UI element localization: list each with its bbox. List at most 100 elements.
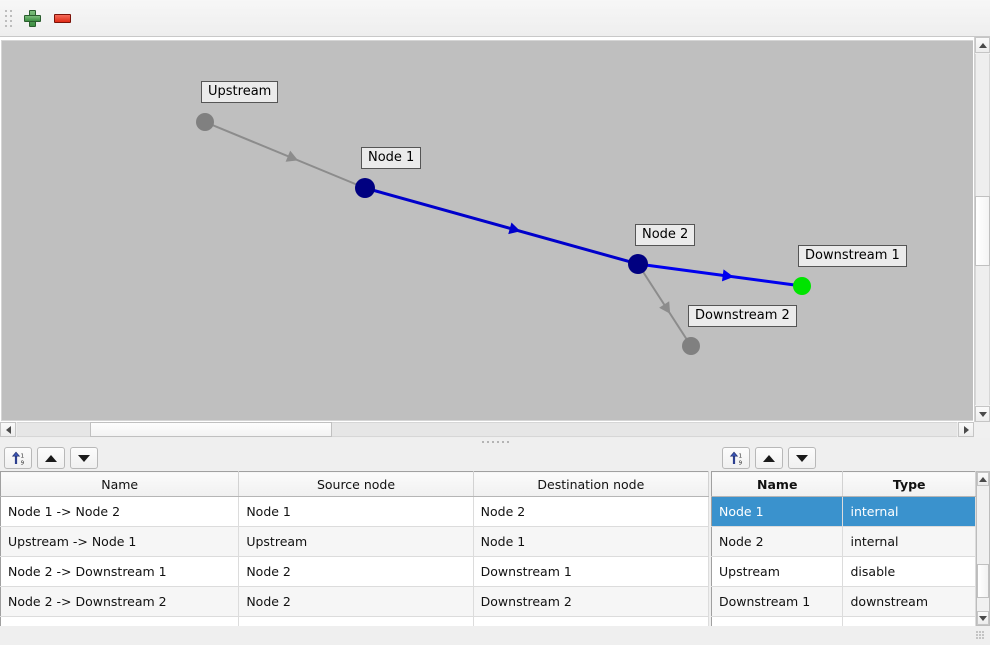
connections-move-down-button[interactable] [70, 447, 98, 469]
table-cell[interactable]: Downstream 1 [473, 557, 708, 587]
scroll-down-button[interactable] [975, 406, 990, 422]
graph-horizontal-scrollbar[interactable] [0, 422, 974, 438]
triangle-up-icon [979, 43, 987, 48]
graph-node-node1[interactable] [355, 178, 375, 198]
column-header-1[interactable]: Type [843, 472, 976, 497]
scrollbar-corner [974, 422, 990, 438]
nodes-table: NameType Node 1internalNode 2internalUps… [711, 471, 976, 626]
graph-view: UpstreamNode 1 Node 2 Downstream 1 Downstre… [0, 37, 990, 440]
table-cell[interactable]: Upstream -> Node 1 [1, 527, 239, 557]
table-cell[interactable]: Upstream [712, 557, 843, 587]
scroll-up-button[interactable] [975, 37, 990, 53]
table-cell[interactable]: Node 1 [239, 497, 473, 527]
graph-edge[interactable] [638, 264, 802, 286]
table-cell[interactable]: Node 2 -> Downstream 1 [1, 557, 239, 587]
table-cell[interactable]: Downstream 1 [712, 587, 843, 617]
column-header-0[interactable]: Name [712, 472, 843, 497]
table-row-empty [1, 617, 709, 627]
column-header-1[interactable]: Source node [239, 472, 473, 497]
nodes-move-down-button[interactable] [788, 447, 816, 469]
plus-icon [24, 10, 41, 27]
splitter-handle[interactable] [0, 438, 990, 445]
main-toolbar [0, 0, 990, 37]
connections-table-container[interactable]: NameSource nodeDestination node Node 1 -… [0, 471, 709, 626]
table-row[interactable]: Node 2 -> Downstream 1Node 2Downstream 1 [1, 557, 709, 587]
connections-table-body: Node 1 -> Node 2Node 1Node 2Upstream -> … [1, 497, 709, 627]
table-cell[interactable]: disable [843, 557, 976, 587]
table-cell[interactable]: Node 2 [239, 587, 473, 617]
table-cell[interactable]: internal [843, 497, 976, 527]
table-row[interactable]: Node 2 -> Downstream 2Node 2Downstream 2 [1, 587, 709, 617]
triangle-right-icon [964, 426, 969, 434]
connections-panel: 1 9 NameSource nodeDestination node Node… [0, 445, 709, 626]
table-cell[interactable]: Node 2 [473, 497, 708, 527]
table-cell-empty [473, 617, 708, 627]
toolbar-drag-handle[interactable] [3, 7, 13, 29]
table-cell[interactable]: downstream [843, 587, 976, 617]
table-cell[interactable]: Node 1 -> Node 2 [1, 497, 239, 527]
table-cell[interactable]: Node 1 [473, 527, 708, 557]
edge-arrow-head [508, 223, 520, 235]
splitter-grip-dots [482, 441, 509, 443]
table-cell[interactable]: Node 1 [712, 497, 843, 527]
nodes-table-header: NameType [712, 472, 976, 497]
column-header-0[interactable]: Name [1, 472, 239, 497]
graph-edge[interactable] [365, 188, 638, 264]
node-label-downstream2[interactable]: Downstream 2 [688, 305, 797, 327]
graph-node-upstream[interactable] [196, 113, 214, 131]
triangle-up-icon [45, 455, 57, 462]
column-header-2[interactable]: Destination node [473, 472, 708, 497]
table-cell-empty [712, 617, 843, 627]
node-label-node2[interactable]: Node 2 [635, 224, 695, 246]
graph-node-downstream2[interactable] [682, 337, 700, 355]
table-row[interactable]: Node 1internal [712, 497, 976, 527]
nodes-table-scrollbar[interactable] [976, 471, 990, 626]
table-cell[interactable]: Node 2 [712, 527, 843, 557]
table-cell[interactable]: Upstream [239, 527, 473, 557]
nodes-table-container[interactable]: NameType Node 1internalNode 2internalUps… [711, 471, 976, 626]
sort-ascending-icon: 1 9 [729, 451, 744, 466]
graph-svg [2, 41, 973, 421]
table-row[interactable]: Node 1 -> Node 2Node 1Node 2 [1, 497, 709, 527]
horizontal-scroll-thumb[interactable] [90, 422, 332, 437]
scroll-left-button[interactable] [0, 422, 16, 437]
table-cell[interactable]: Downstream 2 [473, 587, 708, 617]
table-row[interactable]: Upstream -> Node 1UpstreamNode 1 [1, 527, 709, 557]
table-cell[interactable]: Node 2 [239, 557, 473, 587]
graph-vertical-scrollbar[interactable] [974, 37, 990, 422]
window-resize-grip[interactable] [976, 631, 988, 643]
graph-node-node2[interactable] [628, 254, 648, 274]
table-row[interactable]: Node 2internal [712, 527, 976, 557]
connections-button-bar: 1 9 [0, 445, 709, 471]
connections-move-up-button[interactable] [37, 447, 65, 469]
connections-sort-button[interactable]: 1 9 [4, 447, 32, 469]
remove-node-button[interactable] [47, 4, 77, 32]
graph-edge[interactable] [205, 122, 365, 188]
node-label-upstream[interactable]: Upstream [201, 81, 278, 103]
scroll-right-button[interactable] [958, 422, 974, 437]
sort-ascending-icon: 1 9 [11, 451, 26, 466]
vertical-scroll-thumb[interactable] [975, 196, 990, 266]
node-label-node1[interactable]: Node 1 [361, 147, 421, 169]
nodes-sort-button[interactable]: 1 9 [722, 447, 750, 469]
table-row[interactable]: Upstreamdisable [712, 557, 976, 587]
triangle-down-icon [78, 455, 90, 462]
nodes-scroll-up-button[interactable] [977, 472, 989, 486]
triangle-up-icon [979, 477, 987, 482]
triangle-up-icon [763, 455, 775, 462]
svg-text:1: 1 [20, 453, 23, 459]
nodes-scroll-down-button[interactable] [977, 611, 989, 625]
connections-table-header: NameSource nodeDestination node [1, 472, 709, 497]
add-node-button[interactable] [17, 4, 47, 32]
table-cell[interactable]: Node 2 -> Downstream 2 [1, 587, 239, 617]
table-row[interactable]: Downstream 1downstream [712, 587, 976, 617]
graph-node-downstream1[interactable] [793, 277, 811, 295]
table-cell-empty [1, 617, 239, 627]
nodes-move-up-button[interactable] [755, 447, 783, 469]
node-label-downstream1[interactable]: Downstream 1 [798, 245, 907, 267]
table-cell[interactable]: internal [843, 527, 976, 557]
table-cell-empty [239, 617, 473, 627]
nodes-panel: 1 9 NameType Node 1internalNode 2interna… [709, 445, 990, 626]
nodes-scroll-thumb[interactable] [977, 564, 989, 598]
graph-canvas[interactable]: UpstreamNode 1 Node 2 Downstream 1 Downstre… [1, 40, 973, 421]
